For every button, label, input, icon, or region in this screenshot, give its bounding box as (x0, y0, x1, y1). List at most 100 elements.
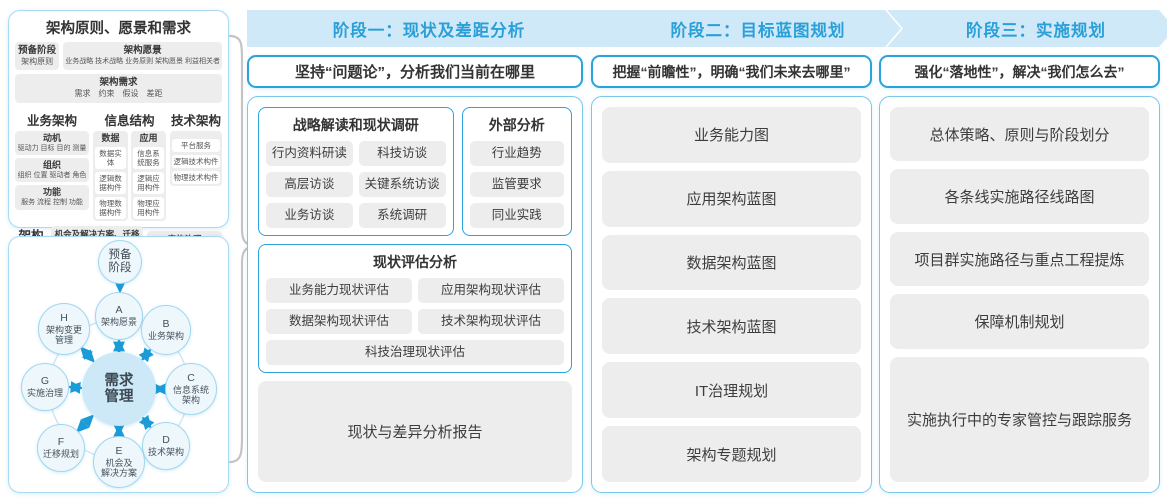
technical-chip: 逻辑技术构件 (172, 154, 220, 168)
information-structure-title: 信息结构 (104, 113, 155, 128)
data-chip: 逻辑数据构件 (95, 171, 126, 194)
phase1-column: 战略解读和现状调研 行内资料研读 科技访谈 高层访谈 关键系统访谈 业务访谈 系… (247, 96, 583, 493)
phase3-column: 总体策略、原则与阶段划分 各条线实施路径线路图 项目群实施路径与重点工程提炼 保… (879, 96, 1160, 493)
adm-node-label: 架构愿景 (100, 316, 137, 327)
technical-arch-box: 平台服务 逻辑技术构件 物理技术构件 (170, 130, 222, 186)
prep-vision-row: 预备阶段 架构原则 架构愿景 业务战略 技术战略 业务原则 架构愿景 利益相关者 (15, 42, 222, 71)
phase3-item: 各条线实施路径线路图 (890, 169, 1149, 224)
organization-title: 组织 (42, 159, 61, 170)
strategy-item: 系统调研 (358, 203, 446, 228)
assessment-box: 现状评估分析 业务能力现状评估 应用架构现状评估 数据架构现状评估 技术架构现状… (258, 244, 572, 373)
adm-node-label: 迁移规划 (42, 448, 79, 459)
principles-panel: 架构原则、愿景和需求 预备阶段 架构原则 架构愿景 业务战略 技术战略 业务原则… (8, 10, 229, 263)
strategy-item: 关键系统访谈 (358, 172, 446, 197)
assessment-item: 业务能力现状评估 (266, 278, 412, 303)
adm-node-label: 机会及 解决方案 (100, 457, 137, 478)
phase2-item: 数据架构蓝图 (602, 234, 861, 291)
business-arch-column: 业务架构 动机 驱动力 目标 目的 测量 组织 组织 位置 驱动者 角色 功能 … (15, 107, 89, 221)
adm-node-id: C (187, 372, 195, 385)
adm-node-f-migration: F 迁移规划 (37, 424, 85, 472)
application-title: 应用 (139, 132, 158, 143)
vision-items: 业务战略 技术战略 业务原则 架构愿景 利益相关者 (65, 57, 220, 65)
requirements-items: 需求 约束 假设 差距 (74, 89, 163, 99)
phase3-subtitle-box: 强化“落地性”，解决“我们怎么去” (879, 55, 1160, 88)
external-item: 监管要求 (469, 172, 564, 197)
phase3-title: 阶段三：实施规划 (966, 21, 1106, 40)
assessment-item: 科技治理现状评估 (266, 340, 564, 365)
assessment-title: 现状评估分析 (373, 254, 457, 270)
adm-node-e-opportunities: E 机会及 解决方案 (93, 436, 145, 488)
assessment-item: 应用架构现状评估 (418, 278, 564, 303)
phase2-subtitle: 把握“前瞻性”，明确“我们未来去哪里” (612, 63, 851, 80)
architecture-columns-row: 业务架构 动机 驱动力 目标 目的 测量 组织 组织 位置 驱动者 角色 功能 … (15, 107, 222, 221)
requirements-box: 架构需求 需求 约束 假设 差距 (15, 74, 222, 103)
adm-node-preparation: 预备 阶段 (98, 240, 142, 284)
prep-stage-label: 预备阶段 (18, 45, 57, 56)
technical-chip: 平台服务 (172, 138, 220, 152)
phase3-item: 保障机制规划 (890, 294, 1149, 349)
motivation-box: 动机 驱动力 目标 目的 测量 (15, 130, 89, 155)
phase3-item: 总体策略、原则与阶段划分 (890, 107, 1149, 162)
prep-stage-box: 预备阶段 架构原则 (15, 42, 60, 71)
adm-node-id: F (57, 436, 65, 449)
phase1-header-arrow: 阶段一：现状及差距分析 (247, 10, 621, 47)
organization-box: 组织 组织 位置 驱动者 角色 (15, 157, 89, 183)
phase2-title: 阶段二：目标蓝图规划 (670, 21, 846, 40)
external-analysis-box: 外部分析 行业趋势 监管要求 同业实践 (461, 107, 572, 236)
phase2-column: 业务能力图 应用架构蓝图 数据架构蓝图 技术架构蓝图 IT治理规划 架构专题规划 (591, 96, 872, 493)
organization-items: 组织 位置 驱动者 角色 (17, 172, 87, 180)
adm-node-label: 业务架构 (147, 330, 184, 341)
strategy-research-box: 战略解读和现状调研 行内资料研读 科技访谈 高层访谈 关键系统访谈 业务访谈 系… (258, 107, 454, 236)
data-chip: 物理数据构件 (95, 196, 126, 219)
phase3-item: 实施执行中的专家管控与跟踪服务 (890, 356, 1149, 482)
adm-node-label: 信息系统 架构 (172, 384, 209, 405)
strategy-item: 高层访谈 (266, 172, 353, 197)
information-structure-column: 信息结构 数据 数据实体 逻辑数据构件 物理数据构件 应用 信息系统服务 逻辑应… (93, 107, 166, 221)
adm-node-id: H (60, 312, 68, 325)
application-subcolumn: 应用 信息系统服务 逻辑应用构件 物理应用构件 (131, 130, 166, 221)
adm-node-d-technology: D 技术架构 (142, 422, 190, 470)
adm-node-id: D (162, 434, 170, 447)
strategy-item: 行内资料研读 (266, 141, 353, 166)
gap-analysis-report-box: 现状与差异分析报告 (258, 381, 572, 482)
adm-node-id: A (115, 304, 123, 317)
technical-arch-column: 技术架构 平台服务 逻辑技术构件 物理技术构件 (170, 107, 222, 221)
phase1-title: 阶段一：现状及差距分析 (332, 21, 526, 40)
assessment-item: 技术架构现状评估 (418, 309, 564, 334)
phase3-item: 项目群实施路径与重点工程提炼 (890, 231, 1149, 287)
adm-node-id: G (40, 375, 50, 388)
business-arch-title: 业务架构 (26, 113, 77, 128)
adm-node-h-change: H 架构变更 管理 (38, 303, 90, 355)
motivation-items: 驱动力 目标 目的 测量 (17, 144, 87, 152)
vision-box: 架构愿景 业务战略 技术战略 业务原则 架构愿景 利益相关者 (63, 42, 222, 71)
phase3-header-arrow: 阶段三：实施规划 (887, 10, 1167, 47)
adm-node-b-business: B 业务架构 (141, 305, 191, 355)
prep-principle-label: 架构原则 (21, 56, 54, 66)
adm-node-g-governance: G 实施治理 (21, 363, 69, 411)
phase2-item: 业务能力图 (602, 107, 861, 163)
technical-arch-title: 技术架构 (170, 113, 221, 128)
strategy-research-title: 战略解读和现状调研 (292, 117, 419, 133)
adm-node-c-infosystem: C 信息系统 架构 (165, 363, 217, 415)
data-chip: 数据实体 (95, 146, 126, 169)
requirements-title: 架构需求 (99, 77, 138, 89)
function-box: 功能 服务 流程 控制 功能 (15, 185, 89, 210)
adm-node-label: 架构变更 管理 (45, 324, 82, 345)
principles-title: 架构原则、愿景和需求 (46, 21, 191, 37)
technical-chip: 物理技术构件 (172, 170, 220, 184)
function-items: 服务 流程 控制 功能 (21, 199, 83, 207)
application-chip: 物理应用构件 (133, 196, 164, 219)
adm-node-id: B (162, 318, 170, 331)
phase2-item: 架构专题规划 (602, 426, 861, 482)
application-chip: 信息系统服务 (133, 146, 164, 169)
application-chip: 逻辑应用构件 (133, 171, 164, 194)
phase2-subtitle-box: 把握“前瞻性”，明确“我们未来去哪里” (591, 55, 872, 88)
adm-node-label: 实施治理 (26, 387, 63, 398)
external-analysis-title: 外部分析 (488, 117, 545, 133)
adm-node-requirements-management: 需求 管理 (82, 352, 156, 426)
phase2-item: IT治理规划 (602, 362, 861, 419)
phase1-subtitle: 坚持“问题论”，分析我们当前在哪里 (294, 64, 535, 81)
adm-node-label: 技术架构 (147, 446, 184, 457)
phase2-item: 技术架构蓝图 (602, 298, 861, 355)
